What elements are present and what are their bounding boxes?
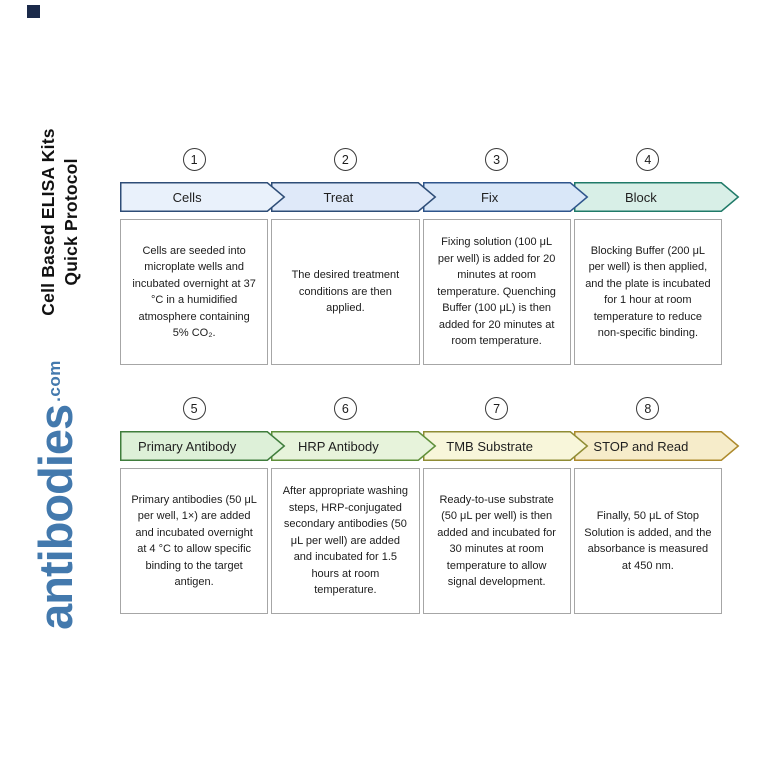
brand-tld: .com	[45, 360, 64, 402]
step-description: The desired treatment conditions are the…	[271, 219, 420, 365]
step-2: 2 Treat The desired treatment conditions…	[271, 148, 437, 365]
step-description: Finally, 50 μL of Stop Solution is added…	[573, 468, 722, 614]
sidebar-title-line1: Cell Based ELISA Kits	[38, 128, 58, 316]
step-title: Primary Antibody	[137, 438, 237, 454]
step-banner: Primary Antibody	[120, 431, 286, 461]
step-description: Primary antibodies (50 μL per well, 1×) …	[120, 468, 269, 614]
step-title: TMB Substrate	[446, 438, 533, 454]
step-number-badge: 8	[636, 397, 660, 420]
step-8: 8 STOP and Read Finally, 50 μL of Stop S…	[573, 397, 740, 614]
step-banner: Cells	[120, 182, 286, 212]
brand-logo: antibodies .com	[22, 350, 88, 640]
step-title: Fix	[480, 189, 499, 205]
step-4: 4 Block Blocking Buffer (200 μL per well…	[573, 148, 740, 365]
step-number-badge: 6	[333, 397, 357, 420]
step-7: 7 TMB Substrate Ready-to-use substrate (…	[422, 397, 588, 614]
chevron-banner-polygon	[120, 431, 286, 461]
step-number-badge: 4	[636, 148, 660, 171]
step-title: Cells	[172, 189, 202, 205]
step-number-badge: 2	[333, 148, 357, 171]
chevron-banner-shape	[120, 182, 286, 212]
step-description-text: Ready-to-use substrate (50 μL per well) …	[437, 493, 556, 589]
step-3: 3 Fix Fixing solution (100 μL per well) …	[422, 148, 588, 365]
step-title: Block	[624, 189, 657, 205]
step-1: 1 Cells Cells are seeded into microplate…	[120, 148, 286, 365]
step-description-text: Cells are seeded into microplate wells a…	[132, 244, 256, 340]
step-number-badge: 5	[182, 397, 206, 420]
step-description: After appropriate washing steps, HRP-con…	[271, 468, 420, 614]
step-5: 5 Primary Antibody Primary antibodies (5…	[120, 397, 286, 614]
step-description-text: The desired treatment conditions are the…	[291, 269, 400, 315]
step-6: 6 HRP Antibody After appropriate washing…	[271, 397, 437, 614]
step-description-text: Blocking Buffer (200 μL per well) is the…	[585, 244, 711, 340]
sidebar-title: Cell Based ELISA Kits Quick Protocol	[37, 81, 83, 363]
step-description: Blocking Buffer (200 μL per well) is the…	[573, 219, 722, 365]
chevron-banner-polygon	[120, 182, 286, 212]
step-title: HRP Antibody	[298, 438, 379, 454]
chevron-banner-shape	[120, 431, 286, 461]
step-number-badge: 3	[485, 148, 509, 171]
protocol-flow: 1 Cells Cells are seeded into microplate…	[120, 148, 740, 614]
flow-row-1: 1 Cells Cells are seeded into microplate…	[120, 148, 740, 365]
brand-name: antibodies	[28, 404, 82, 630]
step-banner: HRP Antibody	[271, 431, 437, 461]
step-description-text: Fixing solution (100 μL per well) is add…	[437, 236, 556, 348]
step-banner: Treat	[271, 182, 437, 212]
step-description-text: After appropriate washing steps, HRP-con…	[282, 485, 409, 597]
flow-row-2: 5 Primary Antibody Primary antibodies (5…	[120, 397, 740, 614]
step-description-text: Primary antibodies (50 μL per well, 1×) …	[131, 493, 257, 589]
step-description-text: Finally, 50 μL of Stop Solution is added…	[584, 510, 712, 572]
sidebar-title-line2: Quick Protocol	[60, 158, 81, 286]
step-banner: STOP and Read	[573, 431, 740, 461]
step-description: Cells are seeded into microplate wells a…	[120, 219, 269, 365]
step-description: Ready-to-use substrate (50 μL per well) …	[422, 468, 571, 614]
step-number-badge: 7	[485, 397, 509, 420]
step-title: Treat	[323, 189, 354, 205]
step-number-badge: 1	[182, 148, 206, 171]
step-title: STOP and Read	[593, 438, 689, 454]
step-banner: Block	[573, 182, 740, 212]
step-banner: TMB Substrate	[422, 431, 588, 461]
step-description: Fixing solution (100 μL per well) is add…	[422, 219, 571, 365]
corner-mark	[27, 5, 40, 18]
step-banner: Fix	[422, 182, 588, 212]
